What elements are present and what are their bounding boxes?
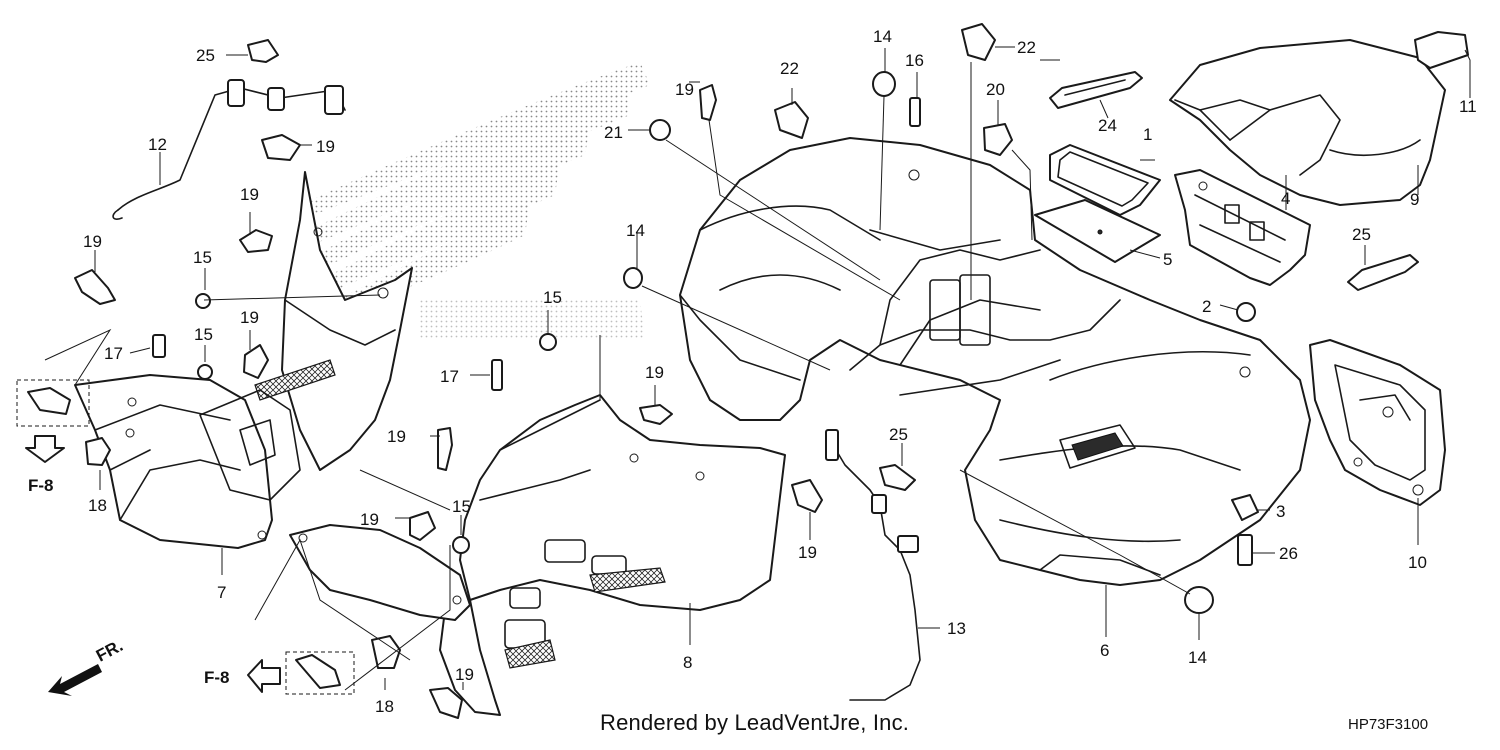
- callout-19: 19: [675, 80, 694, 99]
- f8-reference-upper: F-8: [25, 435, 65, 495]
- part-12-rod: [112, 79, 346, 220]
- part-left-footwell: [199, 171, 413, 501]
- callout-2: 2: [1202, 297, 1211, 316]
- callout-14: 14: [626, 221, 645, 240]
- callout-14: 14: [1188, 648, 1207, 667]
- callout-13: 13: [947, 619, 966, 638]
- callout-5: 5: [1163, 250, 1172, 269]
- f8-reference-lower: F-8: [204, 659, 281, 693]
- callout-10: 10: [1408, 553, 1427, 572]
- drawing-code: HP73F3100: [1348, 716, 1429, 733]
- callout-20: 20: [986, 80, 1005, 99]
- callout-24: 25: [1352, 225, 1371, 244]
- callout-15: 15: [193, 248, 212, 267]
- leader-lines: [44, 46, 1471, 691]
- callout-19: 19: [83, 232, 102, 251]
- callout-26: 26: [1279, 544, 1298, 563]
- part-9-rear-cover: [1169, 39, 1446, 206]
- callout-8: 8: [683, 653, 692, 672]
- part-24-strap: [1347, 254, 1419, 291]
- callout-14: 14: [873, 27, 892, 46]
- callout-11: 11: [1459, 97, 1477, 116]
- callout-15: 15: [194, 325, 213, 344]
- callout-19: 19: [316, 137, 335, 156]
- callout-6: 6: [1100, 641, 1109, 660]
- callout-25: 25: [196, 46, 215, 65]
- callout-25: 25: [889, 425, 908, 444]
- callout-17: 17: [104, 344, 123, 363]
- part-5-plate: [1034, 199, 1161, 263]
- callout-18: 18: [88, 496, 107, 515]
- callout-3: 3: [1276, 502, 1285, 521]
- part-23-strap: [1049, 71, 1143, 109]
- callout-7: 7: [217, 583, 226, 602]
- callout-12: 12: [148, 135, 167, 154]
- f8-label-upper: F-8: [28, 476, 54, 495]
- callout-22: 22: [1017, 38, 1036, 57]
- callout-9: 9: [1410, 190, 1419, 209]
- callout-15: 15: [452, 497, 471, 516]
- callout-15: 15: [543, 288, 562, 307]
- callout-numbers: 25 12 19 19 19 15 17 15 19 18 7 15 17 19…: [83, 27, 1477, 716]
- callout-19: 19: [360, 510, 379, 529]
- callout-19: 19: [240, 308, 259, 327]
- part-8-right-footwell: [439, 394, 786, 716]
- callout-17: 17: [440, 367, 459, 386]
- fasteners: [16, 23, 1469, 719]
- callout-19: 19: [387, 427, 406, 446]
- part-left-lower-flap: [289, 524, 471, 621]
- part-4-bracket: [1174, 169, 1311, 286]
- callout-23: 24: [1098, 116, 1117, 135]
- callout-4: 4: [1281, 189, 1290, 208]
- callout-16: 16: [905, 51, 924, 70]
- honda-wing-watermark: [300, 62, 650, 340]
- front-direction-indicator: FR.: [48, 636, 126, 696]
- callout-19: 19: [645, 363, 664, 382]
- front-direction-label: FR.: [93, 636, 126, 666]
- part-7-left-panel: [74, 374, 273, 549]
- callout-18: 18: [375, 697, 394, 716]
- part-1-tray: [1049, 144, 1161, 216]
- part-6-rear-fender: [679, 137, 1311, 586]
- callout-22: 22: [780, 59, 799, 78]
- part-13-harness: [825, 429, 921, 701]
- part-10-housing: [1309, 339, 1446, 506]
- callout-1: 1: [1143, 125, 1152, 144]
- f8-label-lower: F-8: [204, 668, 230, 687]
- callout-21: 21: [604, 123, 623, 142]
- callout-19: 19: [798, 543, 817, 562]
- callout-19: 19: [240, 185, 259, 204]
- rendered-by-credit: Rendered by LeadVentJre, Inc.: [600, 710, 910, 735]
- callout-19: 19: [455, 665, 474, 684]
